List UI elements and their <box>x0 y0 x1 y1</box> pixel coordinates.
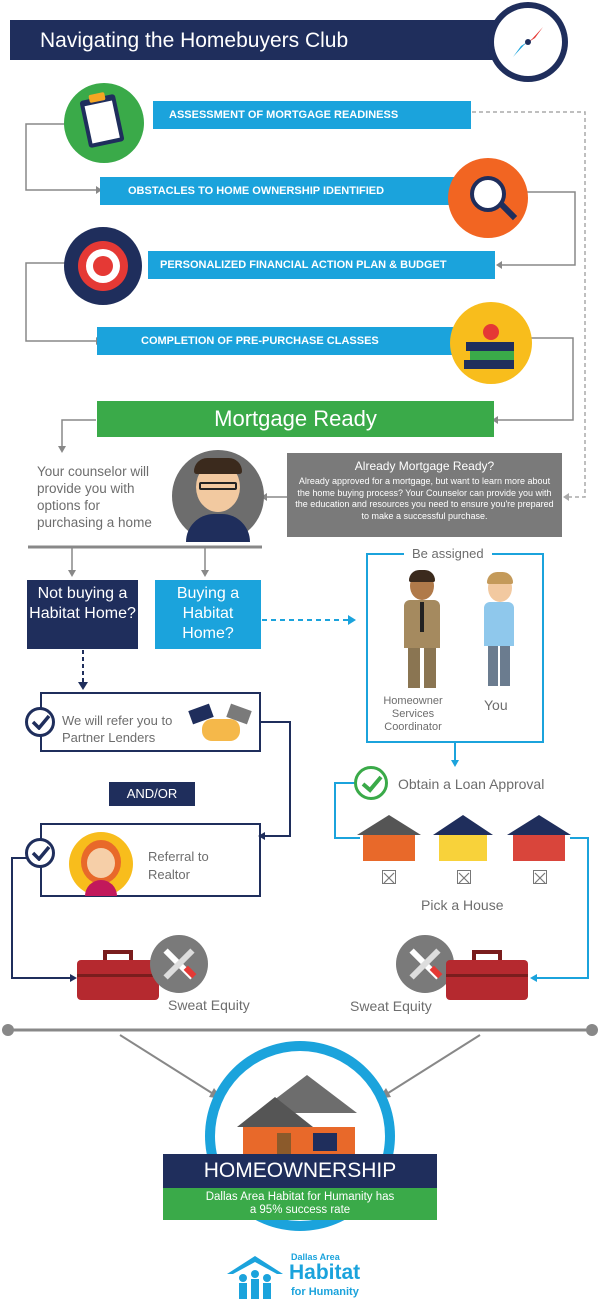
mortgage-ready-banner: Mortgage Ready <box>97 401 494 437</box>
logo-main-text: Habitat <box>289 1261 361 1284</box>
step-classes-label: COMPLETION OF PRE-PURCHASE CLASSES <box>141 335 379 347</box>
check-icon <box>354 766 388 800</box>
books-icon <box>450 302 532 384</box>
not-buying-box: Not buying a Habitat Home? <box>27 580 138 649</box>
realtor-label: Referral to Realtor <box>148 849 209 882</box>
buying-label: Buying a Habitat Home? <box>176 585 240 642</box>
step-classes: COMPLETION OF PRE-PURCHASE CLASSES <box>97 327 509 355</box>
target-icon <box>64 227 142 305</box>
house-1-checkbox[interactable] <box>382 870 396 884</box>
buying-box: Buying a Habitat Home? <box>155 580 261 649</box>
check-icon <box>25 838 55 868</box>
header-banner <box>10 20 530 60</box>
house-option-1 <box>357 815 421 863</box>
wrench-icon <box>396 935 454 993</box>
already-ready-box: Already Mortgage Ready? Already approved… <box>287 453 562 537</box>
you-label: You <box>484 697 508 713</box>
counselor-text: Your counselor will provide you with opt… <box>37 464 152 530</box>
and-or-label: AND/OR <box>126 786 178 801</box>
be-assigned-label: Be assigned <box>404 546 492 561</box>
realtor-avatar <box>69 832 133 896</box>
sweat-equity-right-label: Sweat Equity <box>350 998 432 1014</box>
step-assessment-label: ASSESSMENT OF MORTGAGE READINESS <box>169 109 399 121</box>
mortgage-ready-label: Mortgage Ready <box>214 406 377 431</box>
magnifier-icon <box>448 158 528 238</box>
already-ready-body: Already approved for a mortgage, but wan… <box>295 476 554 521</box>
success-banner: Dallas Area Habitat for Humanity has a 9… <box>163 1188 437 1220</box>
handshake-icon <box>188 703 252 747</box>
homeownership-banner: HOMEOWNERSHIP <box>163 1154 437 1188</box>
check-icon <box>25 707 55 737</box>
habitat-house-icon <box>227 1256 283 1299</box>
logo-top-text: Dallas Area <box>291 1252 340 1262</box>
compass-icon <box>488 2 568 82</box>
coordinator-figure <box>400 570 444 692</box>
step-action-plan: PERSONALIZED FINANCIAL ACTION PLAN & BUD… <box>148 251 495 279</box>
coordinator-label: Homeowner Services Coordinator <box>383 695 443 733</box>
clipboard-icon <box>64 83 144 163</box>
step-action-plan-label: PERSONALIZED FINANCIAL ACTION PLAN & BUD… <box>160 259 447 271</box>
sweat-equity-left-label: Sweat Equity <box>168 997 250 1013</box>
toolbox-icon <box>77 950 159 1000</box>
house-option-2 <box>433 815 493 863</box>
and-or-badge: AND/OR <box>109 782 195 806</box>
house-option-3 <box>507 815 571 863</box>
success-label: Dallas Area Habitat for Humanity has a 9… <box>205 1191 395 1216</box>
step-assessment: ASSESSMENT OF MORTGAGE READINESS <box>153 101 471 129</box>
loan-approval-label: Obtain a Loan Approval <box>398 776 545 792</box>
refer-lenders-label: We will refer you to Partner Lenders <box>62 713 173 745</box>
house-2-checkbox[interactable] <box>457 870 471 884</box>
not-buying-label: Not buying a Habitat Home? <box>29 585 136 622</box>
step-obstacles-label: OBSTACLES TO HOME OWNERSHIP IDENTIFIED <box>128 185 385 197</box>
already-ready-title: Already Mortgage Ready? <box>354 459 495 473</box>
you-figure <box>480 572 518 692</box>
logo-bottom-text: for Humanity <box>291 1286 359 1298</box>
house-3-checkbox[interactable] <box>533 870 547 884</box>
step-obstacles: OBSTACLES TO HOME OWNERSHIP IDENTIFIED <box>100 177 510 205</box>
wrench-icon <box>150 935 208 993</box>
toolbox-icon <box>446 950 528 1000</box>
page-title: Navigating the Homebuyers Club <box>40 29 349 52</box>
counselor-avatar <box>172 450 264 542</box>
homeownership-label: HOMEOWNERSHIP <box>203 1159 397 1182</box>
pick-house-label: Pick a House <box>421 897 504 913</box>
habitat-logo: Dallas Area Habitat for Humanity <box>225 1252 385 1302</box>
